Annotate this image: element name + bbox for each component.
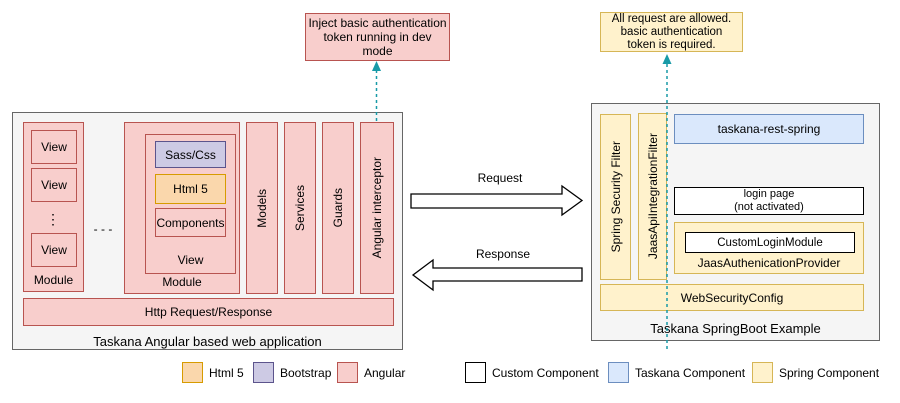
jaas-authentication-provider-label: JaasAuthenicationProvider bbox=[697, 256, 841, 270]
modules-ellipsis: - - - bbox=[93, 222, 113, 236]
angular-app-title: Taskana Angular based web application bbox=[93, 334, 322, 349]
legend-item-bootstrap: Bootstrap bbox=[253, 361, 331, 384]
services-bar: Services bbox=[284, 122, 316, 294]
response-label: Response bbox=[475, 247, 531, 261]
html5-box: Html 5 bbox=[155, 174, 226, 204]
springboot-box: Spring Security Filter JaasApiIntegratio… bbox=[591, 103, 880, 341]
module-box-1: View View ⋮ View Module bbox=[23, 122, 84, 292]
components-box: Components bbox=[155, 208, 226, 237]
view-box-detailed: Sass/Css Html 5 Components View bbox=[145, 134, 236, 274]
module-label: Module bbox=[162, 275, 202, 289]
jaas-api-integration-filter-bar: JaasApiIntegrationFilter bbox=[638, 113, 667, 280]
legend-label: Html 5 bbox=[209, 365, 244, 380]
legend-label: Custom Component bbox=[492, 365, 599, 380]
dev-note-arrowhead-icon bbox=[372, 61, 381, 71]
services-label: Services bbox=[293, 184, 307, 231]
module-box-2: Sass/Css Html 5 Components View Module bbox=[124, 122, 240, 294]
jaas-authentication-provider-box: CustomLoginModule JaasAuthenicationProvi… bbox=[674, 222, 864, 274]
view-box: View bbox=[31, 233, 77, 267]
legend-swatch-html5 bbox=[182, 362, 203, 383]
legend-item-html5: Html 5 bbox=[182, 361, 244, 384]
legend-swatch-spring bbox=[752, 362, 773, 383]
view-label: View bbox=[177, 253, 204, 267]
all-requests-arrowhead-icon bbox=[662, 54, 672, 64]
springboot-title: Taskana SpringBoot Example bbox=[650, 321, 821, 336]
spring-security-filter-label: Spring Security Filter bbox=[608, 141, 623, 253]
taskana-rest-spring-box: taskana-rest-spring bbox=[674, 114, 864, 144]
legend-label: Bootstrap bbox=[280, 365, 332, 380]
angular-interceptor-label: Angular interceptor bbox=[370, 157, 384, 259]
views-ellipsis: ⋮ bbox=[46, 210, 61, 227]
angular-app-box: View View ⋮ View Module - - - Sass/Css H… bbox=[12, 112, 403, 350]
custom-login-module-box: CustomLoginModule bbox=[685, 232, 855, 253]
note-all-requests: All request are allowed. basic authentic… bbox=[600, 12, 743, 52]
login-page-box: login page (not activated) bbox=[674, 187, 864, 215]
module-label: Module bbox=[33, 273, 74, 287]
legend-item-taskana: Taskana Component bbox=[608, 361, 745, 384]
models-label: Models bbox=[255, 188, 269, 228]
request-arrow bbox=[410, 184, 584, 217]
legend-label: Spring Component bbox=[779, 365, 880, 380]
angular-interceptor-bar: Angular interceptor bbox=[360, 122, 394, 294]
legend-swatch-taskana bbox=[608, 362, 629, 383]
web-security-config-box: WebSecurityConfig bbox=[600, 284, 864, 311]
view-box: View bbox=[31, 130, 77, 164]
request-label: Request bbox=[477, 171, 523, 185]
legend-label: Angular bbox=[364, 365, 406, 380]
legend-swatch-bootstrap bbox=[253, 362, 274, 383]
legend-swatch-angular bbox=[337, 362, 358, 383]
note-dev-mode: Inject basic authentication token runnin… bbox=[305, 13, 450, 61]
guards-label: Guards bbox=[331, 188, 345, 228]
guards-bar: Guards bbox=[322, 122, 354, 294]
sass-css-box: Sass/Css bbox=[155, 141, 226, 168]
legend-swatch-custom bbox=[465, 362, 486, 383]
legend-item-custom: Custom Component bbox=[465, 361, 599, 384]
view-box: View bbox=[31, 168, 77, 202]
legend-item-spring: Spring Component bbox=[752, 361, 879, 384]
http-request-response-bar: Http Request/Response bbox=[23, 298, 394, 326]
response-arrow bbox=[411, 258, 583, 292]
legend-item-angular: Angular bbox=[337, 361, 405, 384]
spring-security-filter-bar: Spring Security Filter bbox=[600, 114, 631, 280]
jaas-api-integration-filter-label: JaasApiIntegrationFilter bbox=[645, 133, 660, 260]
legend-label: Taskana Component bbox=[635, 365, 746, 380]
models-bar: Models bbox=[246, 122, 278, 294]
